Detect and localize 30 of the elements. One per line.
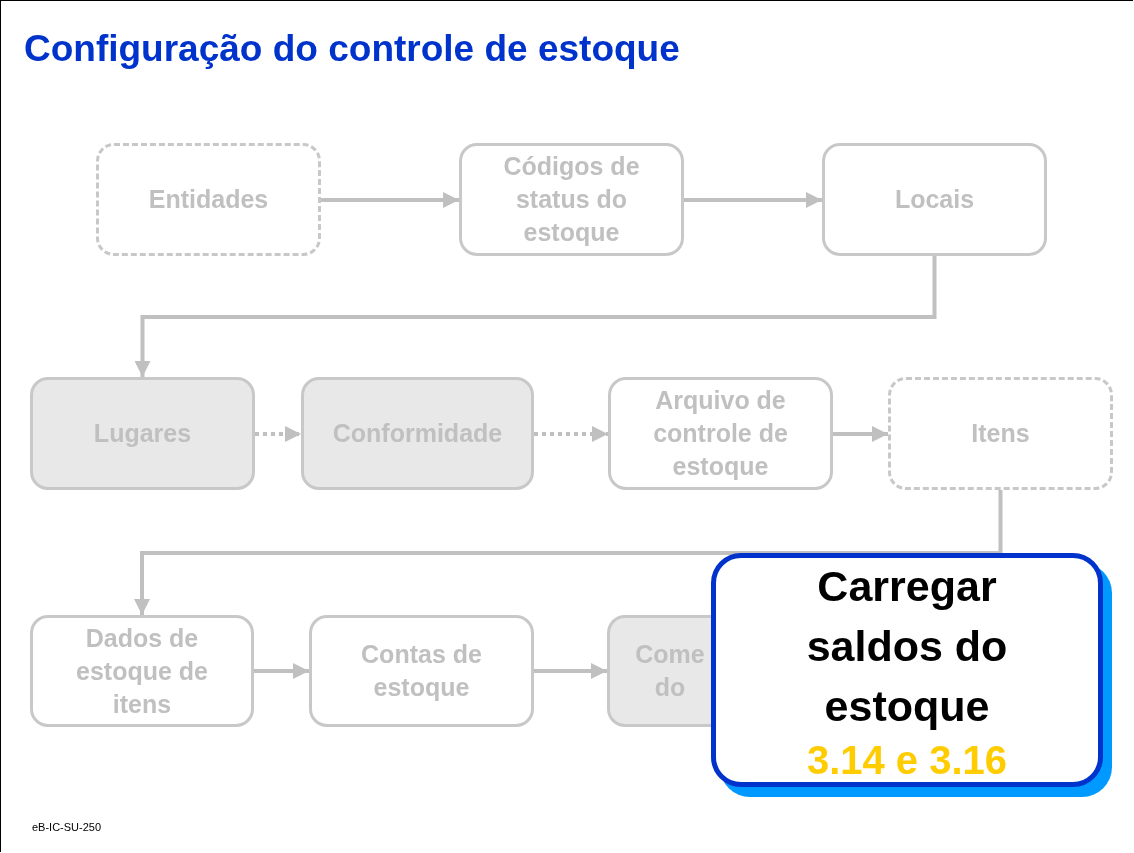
process-box	[301, 377, 534, 490]
process-box	[888, 377, 1113, 490]
node-label: Entidades	[148, 184, 269, 215]
section-reference: 3.14 e 3.16	[806, 737, 1008, 784]
process-box	[608, 377, 833, 490]
arrow	[321, 192, 459, 208]
document-code: eB-IC-SU-250	[32, 821, 102, 833]
highlight-text: Carregar saldos do estoque	[805, 561, 1009, 732]
arrow	[134, 490, 1003, 615]
node-label: Locais	[894, 184, 975, 215]
process-box	[30, 377, 255, 490]
arrow	[534, 426, 608, 442]
arrow	[134, 256, 937, 377]
node-label: Itens	[971, 418, 1030, 449]
arrow	[255, 426, 301, 442]
process-box	[822, 143, 1047, 256]
arrow	[684, 192, 822, 208]
node-label: Dados de estoque de itens	[75, 622, 209, 720]
arrow	[534, 663, 607, 679]
slide-title: Configuração do controle de estoque	[24, 28, 680, 70]
process-box	[309, 615, 534, 727]
node-label: Contas de estoque	[360, 639, 483, 703]
process-box	[30, 615, 254, 727]
node-label: Arquivo de controle de estoque	[652, 385, 789, 482]
process-box	[96, 143, 321, 256]
arrow	[254, 663, 309, 679]
process-box	[459, 143, 684, 256]
process-box	[607, 615, 711, 727]
node-label: Códigos de status do estoque	[502, 151, 641, 248]
arrow	[833, 426, 888, 442]
